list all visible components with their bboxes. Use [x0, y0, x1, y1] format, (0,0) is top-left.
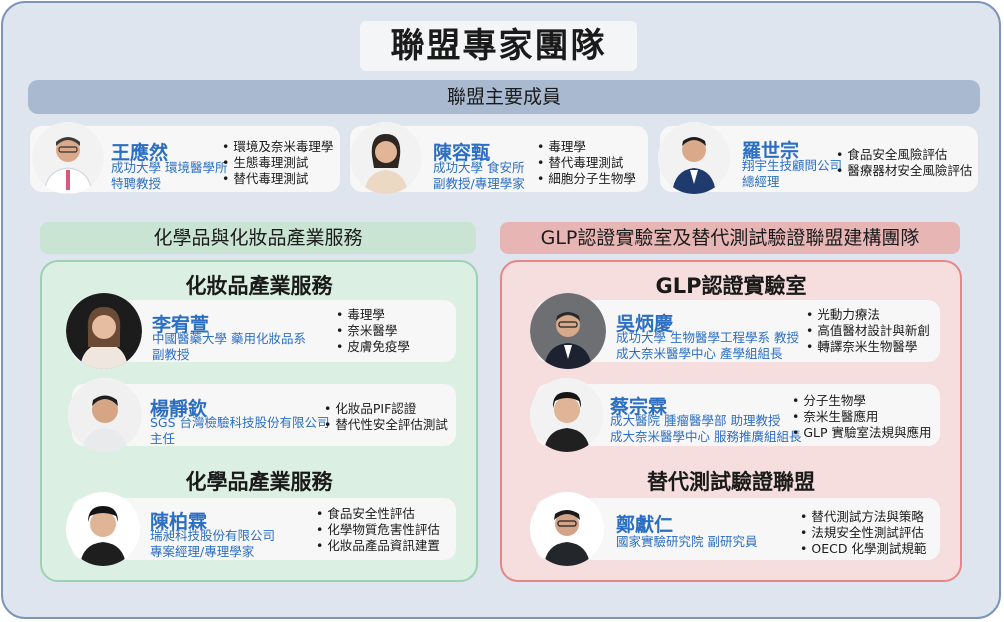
- member-skills: 毒理學替代毒理測試細胞分子生物學: [537, 139, 636, 187]
- member-skills: 化妝品PIF認證替代性安全評估測試: [324, 401, 448, 433]
- subsection-title-cosmetics: 化妝品產業服務: [185, 274, 333, 298]
- portrait-photo: [32, 122, 104, 194]
- portrait-photo: [68, 378, 142, 452]
- member-affiliation: 中國醫藥大學 藥用化妝品系副教授: [152, 331, 306, 362]
- subsection-title-chemicals: 化學品產業服務: [185, 470, 333, 494]
- member-affiliation: 成功大學 環境醫學所特聘教授: [111, 160, 228, 191]
- member-skills: 替代測試方法與策略法規安全性測試評估OECD 化學測試規範: [800, 509, 926, 557]
- member-name: 陳容甄: [433, 142, 491, 164]
- member-name: 蔡宗霖: [610, 396, 668, 418]
- portrait-photo: [530, 492, 604, 566]
- member-name: 吳炳慶: [616, 313, 674, 335]
- member-affiliation: 國家實驗研究院 副研究員: [616, 534, 758, 549]
- member-affiliation: 成功大學 生物醫學工程學系 教授成大奈米醫學中心 產學組組長: [616, 330, 799, 361]
- page-title: 聯盟專家團隊: [360, 21, 637, 71]
- portrait-photo: [530, 293, 606, 369]
- member-name: 陳柏霖: [150, 511, 208, 533]
- member-name: 羅世宗: [742, 140, 800, 162]
- subsection-title-glp: GLP認證實驗室: [655, 274, 807, 298]
- portrait-photo: [530, 378, 604, 452]
- member-skills: 光動力療法高值醫材設計與新創轉譯奈米生物醫學: [806, 307, 930, 355]
- portrait-photo: [66, 293, 142, 369]
- member-skills: 毒理學奈米醫學皮膚免疫學: [336, 307, 410, 355]
- member-affiliation: 翔宇生技顧問公司總經理: [742, 158, 843, 189]
- portrait-photo: [66, 492, 140, 566]
- portrait-photo: [658, 122, 730, 194]
- member-affiliation: 成功大學 食安所副教授/專理學家: [433, 160, 525, 191]
- portrait-photo: [350, 122, 422, 194]
- member-name: 李宥萱: [152, 314, 210, 336]
- member-name: 鄭獻仁: [616, 514, 674, 536]
- member-name: 楊靜欽: [150, 398, 208, 420]
- member-skills: 分子生物學奈米生醫應用GLP 實驗室法規與應用: [792, 393, 931, 441]
- section-label-glp: GLP認證實驗室及替代測試驗證聯盟建構團隊: [500, 222, 960, 254]
- section-label-chemicals-cosmetics: 化學品與化妝品產業服務: [40, 222, 476, 254]
- member-affiliation: 成大醫院 腫瘤醫學部 助理教授成大奈米醫學中心 服務推廣組組長: [610, 413, 802, 444]
- member-affiliation: 瑞昶科技股份有限公司專案經理/專理學家: [150, 528, 276, 559]
- member-skills: 食品安全性評估化學物質危害性評估化妝品產品資訊建置: [316, 506, 440, 554]
- members-header: 聯盟主要成員: [28, 80, 980, 114]
- subsection-title-alternative: 替代測試驗證聯盟: [647, 470, 815, 494]
- member-affiliation: SGS 台灣檢驗科技股份有限公司主任: [150, 415, 330, 446]
- member-skills: 食品安全風險評估醫療器材安全風險評估: [836, 147, 972, 179]
- member-skills: 環境及奈米毒理學生態毒理測試替代毒理測試: [222, 139, 333, 187]
- member-name: 王應然: [111, 142, 169, 164]
